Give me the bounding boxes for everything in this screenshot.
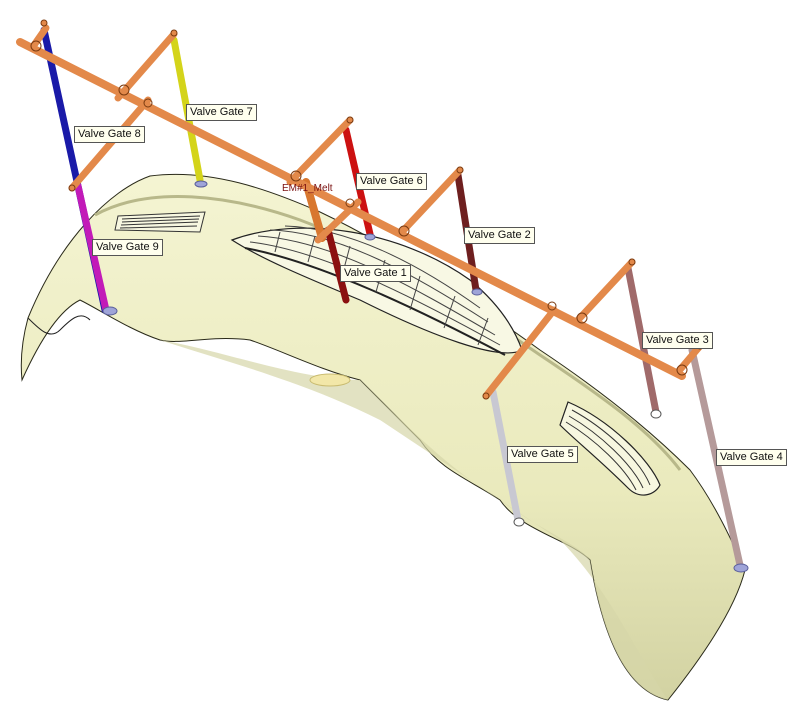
runner-branch-7 bbox=[114, 30, 178, 102]
label-valve-gate-2: Valve Gate 2 bbox=[464, 227, 535, 244]
bumper-edge-left bbox=[27, 315, 91, 335]
label-valve-gate-8: Valve Gate 8 bbox=[74, 126, 145, 143]
label-valve-gate-1: Valve Gate 1 bbox=[340, 265, 411, 282]
runner-branch-8-9 bbox=[28, 24, 50, 52]
runner-branch-3 bbox=[574, 258, 636, 324]
drop-gate-5 bbox=[489, 388, 522, 524]
label-valve-gate-9: Valve Gate 9 bbox=[92, 239, 163, 256]
runner-branch-4 bbox=[674, 342, 704, 376]
runner-branch-5 bbox=[482, 306, 558, 400]
runner-system bbox=[16, 24, 704, 400]
runner-branch-6 bbox=[286, 116, 354, 186]
label-valve-gate-6: Valve Gate 6 bbox=[356, 173, 427, 190]
vent-right bbox=[559, 401, 661, 496]
label-valve-gate-5: Valve Gate 5 bbox=[507, 446, 578, 463]
gate-tips bbox=[102, 180, 749, 573]
fog-recess bbox=[309, 373, 351, 387]
melt-label: EM#1_Melt bbox=[282, 183, 333, 194]
bumper-part bbox=[20, 173, 746, 701]
label-valve-gate-7: Valve Gate 7 bbox=[186, 104, 257, 121]
label-valve-gate-3: Valve Gate 3 bbox=[642, 332, 713, 349]
runner-branch-2 bbox=[396, 166, 464, 238]
runner-branch-1 bbox=[314, 198, 362, 244]
runner-junctions bbox=[30, 19, 704, 400]
runner-branch-9 bbox=[68, 96, 152, 192]
drop-gate-1 bbox=[324, 226, 350, 304]
label-valve-gate-4: Valve Gate 4 bbox=[716, 449, 787, 466]
vent-left bbox=[114, 211, 206, 233]
